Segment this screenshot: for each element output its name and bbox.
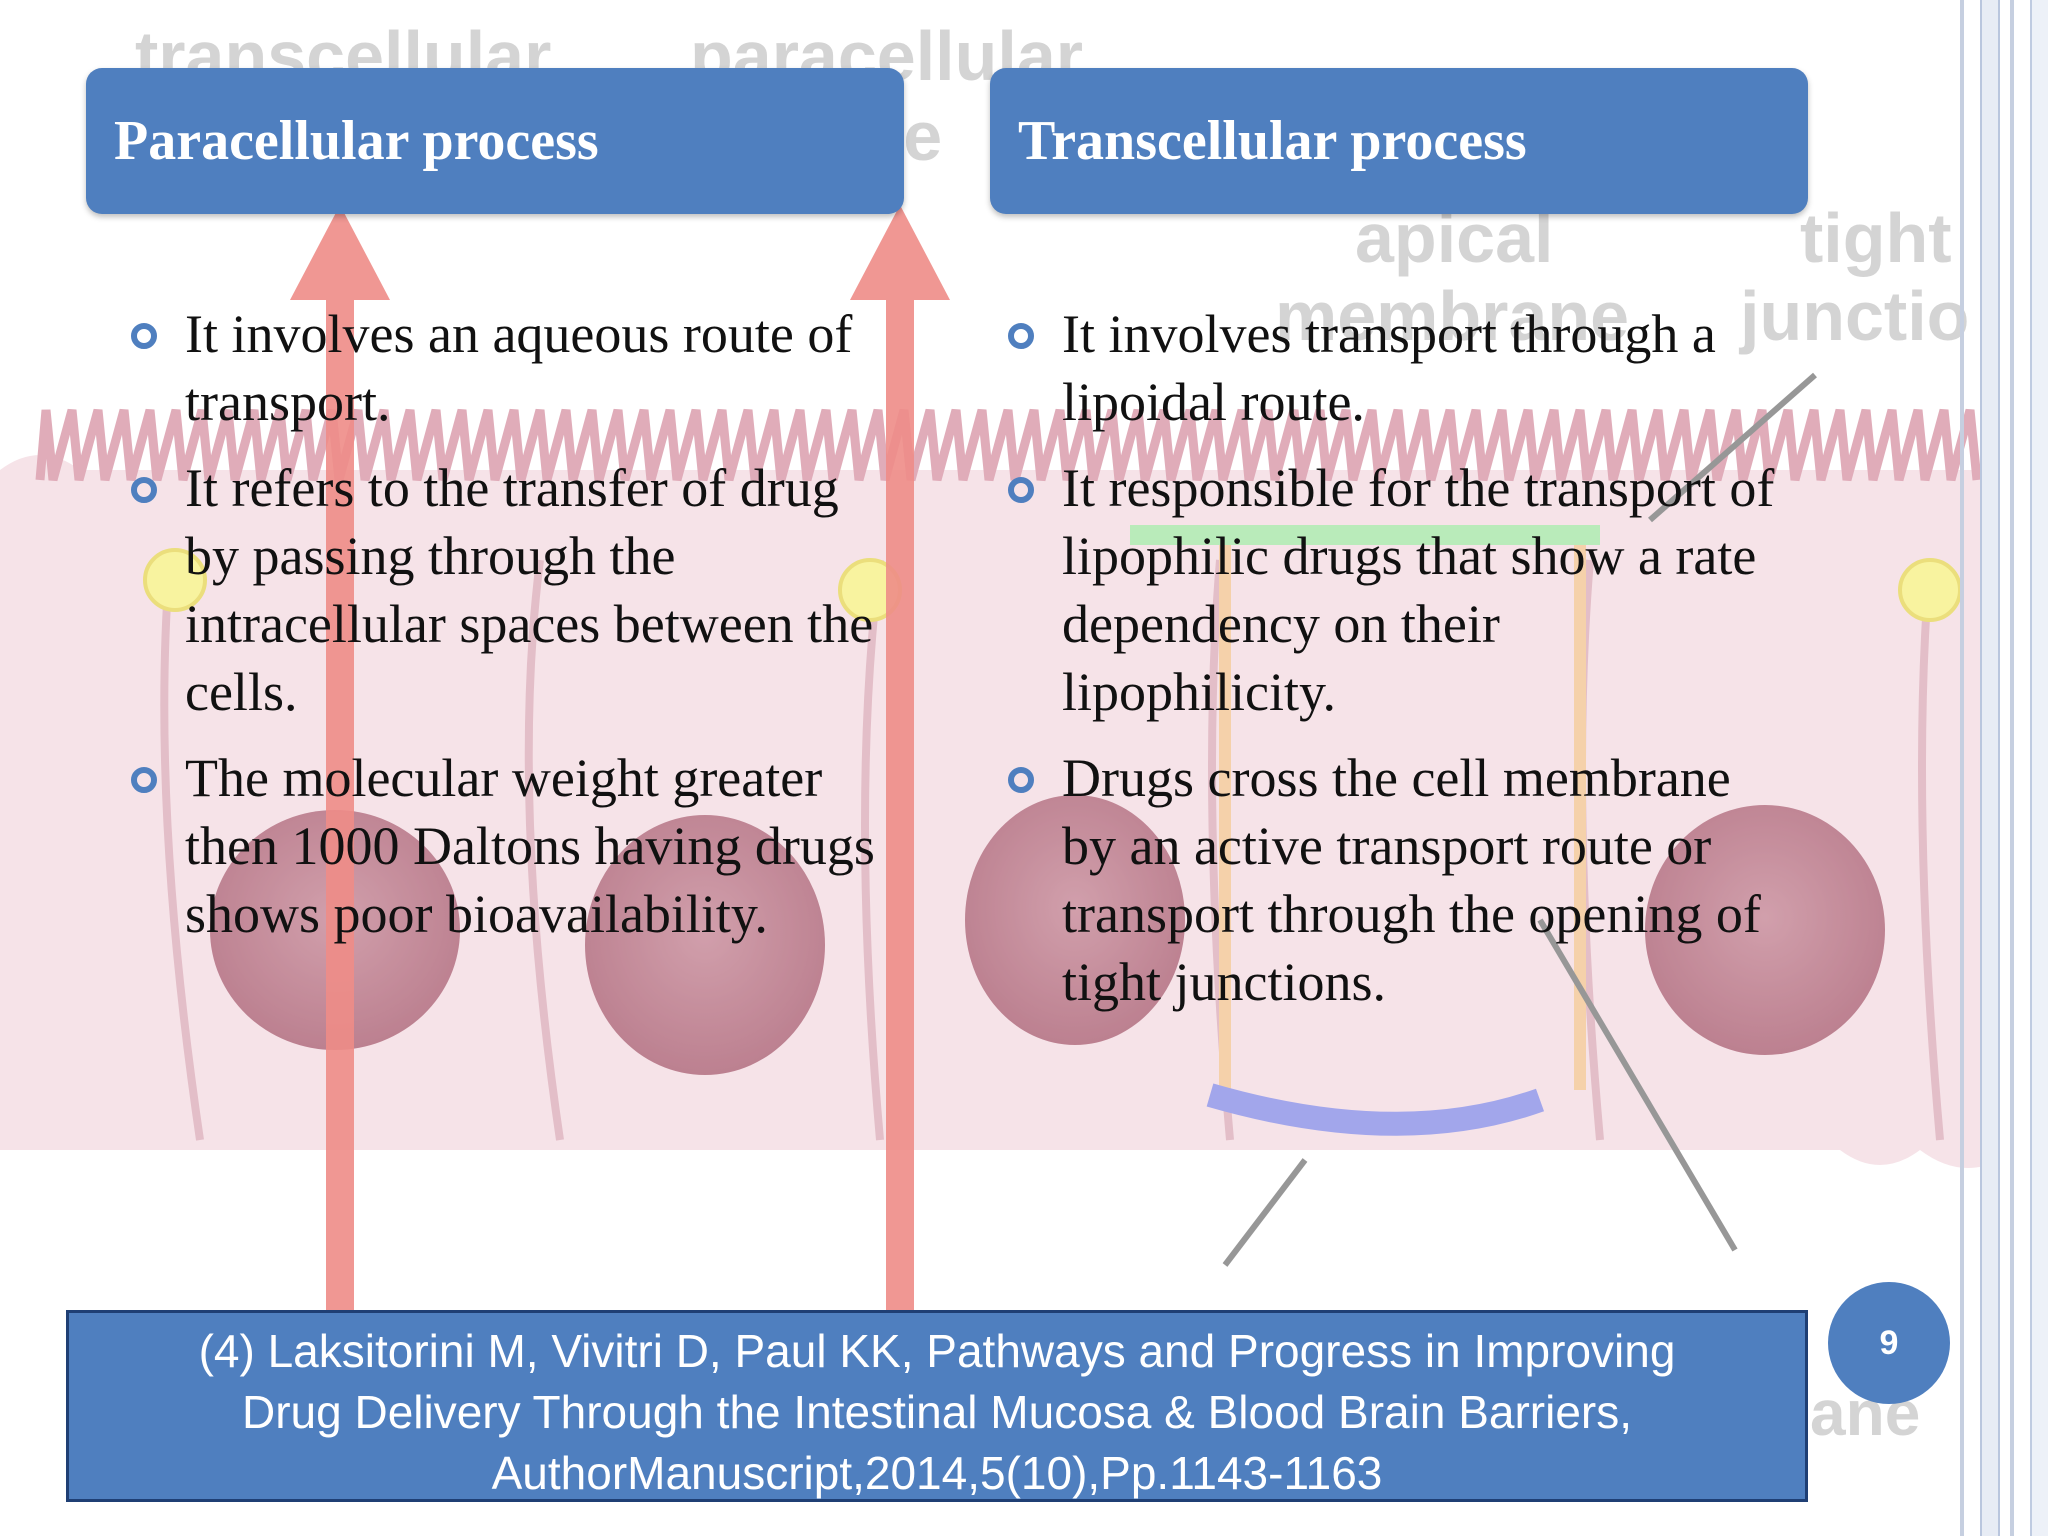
- transcellular-header-title: Transcellular process: [1018, 110, 1527, 172]
- paracellular-arrows: [290, 205, 950, 1340]
- frame-line: [1960, 0, 1964, 1536]
- transcellular-bullet-list: It involves transport through a lipoidal…: [1008, 300, 1782, 1034]
- bullet-item: Drugs cross the cell membrane by an acti…: [1008, 744, 1782, 1016]
- label-junction: junctio: [1738, 277, 1969, 355]
- label-tight: tight: [1800, 199, 1952, 277]
- bullet-item: It refers to the transfer of drug by pas…: [131, 454, 905, 726]
- bullet-ring-icon: [1008, 323, 1034, 349]
- bullet-text: Drugs cross the cell membrane by an acti…: [1062, 748, 1761, 1012]
- slide-number: 9: [1879, 1323, 1899, 1362]
- bullet-ring-icon: [131, 767, 157, 793]
- reference-line: Drug Delivery Through the Intestinal Muc…: [241, 1386, 1633, 1438]
- bullet-item: It involves transport through a lipoidal…: [1008, 300, 1782, 436]
- epithelial-cell-row: [0, 455, 2000, 1168]
- transcellular-header: Transcellular process: [990, 68, 1808, 214]
- bullet-text: It involves transport through a lipoidal…: [1062, 304, 1716, 432]
- bullet-ring-icon: [131, 323, 157, 349]
- bullet-item: It involves an aqueous route of transpor…: [131, 300, 905, 436]
- label-membrane: membrane: [1275, 277, 1629, 355]
- reference-line: AuthorManuscript,2014,5(10),Pp.1143-1163: [491, 1447, 1383, 1499]
- bullet-item: The molecular weight greater then 1000 D…: [131, 744, 905, 948]
- frame-line: [2010, 0, 2014, 1536]
- frame-band: [1980, 0, 2000, 1536]
- pointer-lines: [1222, 372, 1817, 1267]
- paracellular-bullet-list: It involves an aqueous route of transpor…: [131, 300, 905, 966]
- microvilli-fringe: [35, 408, 1982, 482]
- bullet-text: It involves an aqueous route of transpor…: [185, 304, 853, 432]
- slide-number-badge: 9: [1828, 1282, 1950, 1404]
- transcellular-channel: [1130, 525, 1600, 1136]
- paracellular-header: Paracellular process: [86, 68, 904, 214]
- reference-line: (4) Laksitorini M, Vivitri D, Paul KK, P…: [198, 1325, 1676, 1377]
- paracellular-header-title: Paracellular process: [114, 110, 599, 172]
- cell-nuclei: [210, 795, 1885, 1075]
- bullet-text: The molecular weight greater then 1000 D…: [185, 748, 875, 944]
- frame-band: [2030, 0, 2048, 1536]
- bullet-text: It responsible for the transport of lipo…: [1062, 458, 1775, 722]
- bullet-ring-icon: [1008, 767, 1034, 793]
- bullet-text: It refers to the transfer of drug by pas…: [185, 458, 874, 722]
- bullet-ring-icon: [131, 477, 157, 503]
- reference-citation-box: (4) Laksitorini M, Vivitri D, Paul KK, P…: [66, 1310, 1808, 1502]
- tight-junction-dots: [143, 548, 1962, 622]
- bullet-item: It responsible for the transport of lipo…: [1008, 454, 1782, 726]
- bullet-ring-icon: [1008, 477, 1034, 503]
